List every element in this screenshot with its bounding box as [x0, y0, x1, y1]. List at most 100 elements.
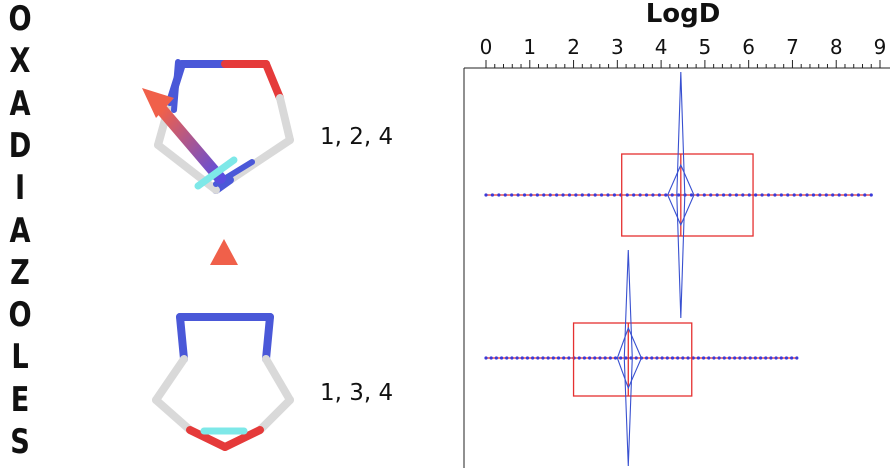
- data-point: [758, 356, 763, 360]
- title-letter: A: [9, 210, 31, 251]
- data-point: [588, 356, 592, 360]
- data-point: [792, 193, 796, 197]
- data-point: [619, 356, 623, 360]
- data-point: [676, 356, 680, 360]
- data-point: [786, 193, 790, 197]
- data-point: [701, 356, 706, 360]
- data-point: [753, 356, 757, 360]
- data-point: [824, 193, 828, 197]
- data-point: [490, 193, 495, 197]
- data-point: [499, 356, 504, 360]
- data-point: [766, 193, 771, 197]
- title-letter: D: [8, 125, 32, 166]
- x-tick-label: 4: [655, 35, 668, 59]
- data-point: [587, 193, 591, 197]
- data-point: [779, 193, 783, 197]
- data-point: [670, 356, 675, 360]
- molecule-134-oxadiazole: [152, 239, 294, 451]
- data-point: [580, 193, 584, 197]
- data-point: [489, 356, 493, 360]
- title-letter: S: [10, 422, 30, 462]
- title-letter: I: [14, 168, 26, 209]
- data-point: [747, 193, 751, 197]
- data-point: [562, 356, 566, 360]
- data-point: [522, 193, 527, 197]
- mean-diamond-wide: [616, 326, 643, 390]
- data-point: [612, 193, 617, 197]
- data-point: [837, 193, 841, 197]
- data-point: [655, 356, 659, 360]
- box-iqr: [621, 153, 754, 237]
- isomer-label-134: 1, 3, 4: [320, 380, 394, 406]
- data-point: [520, 356, 524, 360]
- data-point: [741, 193, 745, 197]
- data-point: [773, 193, 777, 197]
- data-point: [606, 193, 610, 197]
- data-point: [856, 193, 861, 197]
- data-point: [696, 193, 700, 197]
- data-point: [779, 356, 783, 360]
- data-point: [541, 356, 545, 360]
- x-tick-label: 9: [874, 35, 887, 59]
- data-point: [638, 193, 642, 197]
- data-point: [696, 356, 700, 360]
- title-letter: X: [9, 41, 31, 82]
- molecule-124-oxadiazole: [142, 59, 294, 194]
- data-point: [624, 356, 628, 360]
- data-point: [811, 193, 816, 197]
- data-point: [863, 193, 867, 197]
- data-point: [715, 193, 719, 197]
- chart-title: LogD: [646, 0, 721, 29]
- title-letter: Z: [10, 252, 30, 293]
- x-tick-label: 6: [742, 35, 755, 59]
- data-point: [651, 193, 655, 197]
- data-point: [712, 356, 716, 360]
- data-point: [525, 356, 530, 360]
- data-point: [784, 356, 789, 360]
- data-point: [728, 193, 732, 197]
- data-point: [529, 193, 533, 197]
- data-point: [548, 193, 552, 197]
- data-point: [536, 356, 540, 360]
- data-point: [764, 356, 768, 360]
- data-point: [644, 356, 649, 360]
- data-point: [599, 193, 604, 197]
- data-point: [535, 193, 539, 197]
- data-point: [625, 193, 629, 197]
- data-point: [510, 356, 514, 360]
- data-point: [660, 356, 664, 360]
- data-point: [577, 356, 581, 360]
- data-point: [613, 356, 618, 360]
- data-point: [689, 193, 694, 197]
- data-point: [738, 356, 742, 360]
- data-point: [707, 356, 711, 360]
- data-point: [850, 193, 854, 197]
- x-tick-label: 7: [786, 35, 799, 59]
- data-point: [497, 193, 501, 197]
- mean-diamond-tall: [676, 71, 686, 319]
- data-point: [869, 193, 873, 197]
- data-point: [769, 356, 773, 360]
- data-point: [593, 356, 597, 360]
- data-point: [531, 356, 535, 360]
- data-point: [551, 356, 555, 360]
- data-point: [760, 193, 764, 197]
- data-point: [503, 193, 507, 197]
- data-point: [556, 356, 561, 360]
- data-point: [574, 193, 578, 197]
- x-tick-label: 0: [480, 35, 493, 59]
- data-point: [843, 193, 848, 197]
- title-letter: O: [8, 295, 32, 336]
- data-point: [721, 193, 726, 197]
- data-point: [567, 193, 572, 197]
- data-point: [743, 356, 747, 360]
- isomer-label-124: 1, 2, 4: [320, 124, 394, 150]
- data-point: [634, 356, 638, 360]
- data-point: [484, 356, 488, 360]
- data-point: [632, 193, 636, 197]
- data-point: [677, 193, 681, 197]
- data-point: [593, 193, 597, 197]
- data-point: [709, 193, 713, 197]
- data-point: [555, 193, 559, 197]
- data-point: [790, 356, 794, 360]
